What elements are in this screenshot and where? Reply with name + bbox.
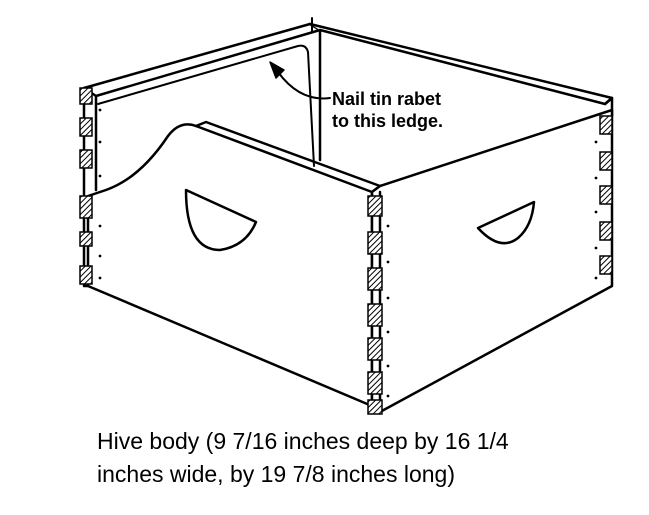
joint-r5 — [599, 255, 613, 275]
joint-f2 — [367, 231, 383, 255]
right-panel — [370, 108, 614, 414]
front-finger-joints — [367, 195, 383, 415]
joint-f4 — [367, 303, 383, 327]
joint-l4 — [79, 195, 93, 219]
caption-line-2: inches wide, by 19 7/8 inches long) — [97, 461, 455, 487]
left-finger-joints — [79, 87, 93, 285]
annotation-line-1: Nail tin rabet — [332, 89, 442, 109]
joint-r1 — [599, 115, 613, 135]
back-right-finger-joints — [599, 115, 613, 275]
annotation-label: Nail tin rabet to this ledge. — [332, 88, 443, 132]
caption: Hive body (9 7/16 inches deep by 16 1/4 … — [97, 425, 509, 491]
joint-l2 — [79, 117, 93, 137]
joint-r2 — [599, 151, 613, 171]
nail-dots — [98, 108, 598, 398]
joint-r3 — [599, 185, 613, 205]
joint-l6 — [79, 265, 93, 285]
annotation-line-2: to this ledge. — [332, 111, 444, 131]
front-hand-hold — [184, 188, 258, 252]
caption-line-1: Hive body (9 7/16 inches deep by 16 1/4 — [97, 428, 509, 454]
annotation-arrow — [277, 71, 331, 100]
joint-f7 — [367, 399, 383, 415]
joint-f6 — [367, 371, 383, 395]
joint-f3 — [367, 267, 383, 291]
rabbet-ledge — [97, 44, 315, 167]
joint-l3 — [79, 149, 93, 169]
joint-l1 — [79, 87, 93, 105]
back-left-panel-top — [82, 22, 322, 98]
joint-l5 — [79, 231, 93, 247]
joint-f5 — [367, 337, 383, 361]
inner-back-wall — [94, 28, 322, 192]
right-hand-hold — [476, 200, 536, 245]
joint-r4 — [599, 221, 613, 241]
joint-f1 — [367, 195, 383, 217]
annotation-arrowhead — [269, 61, 285, 79]
